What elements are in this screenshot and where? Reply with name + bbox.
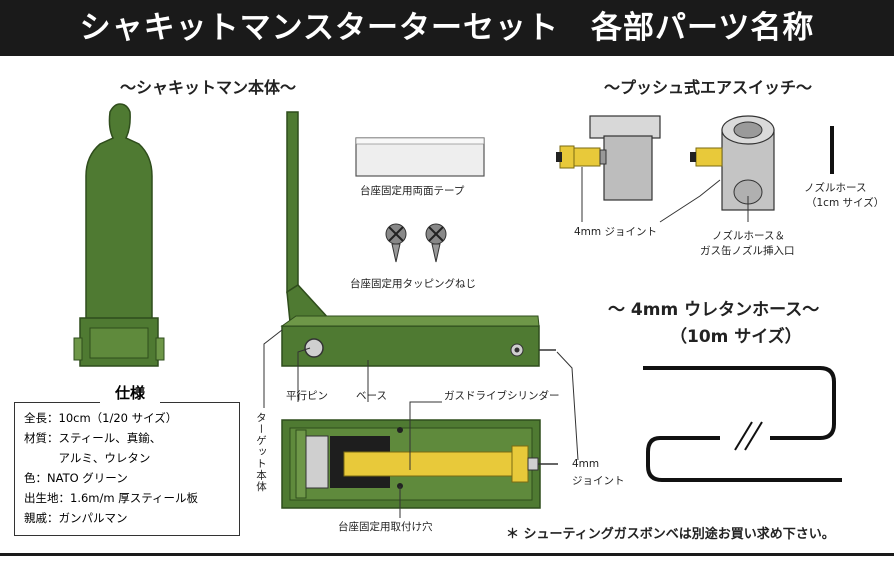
bottom-rule (0, 553, 894, 556)
spec-row: 親戚：ガンパルマン (24, 511, 128, 525)
screws-image (385, 223, 447, 263)
urethane-hose-image (643, 366, 842, 482)
label-nozzle-hose-switch-1: ノズルホース＆ (712, 230, 785, 242)
page-title: シャキットマンスターターセット 各部パーツ名称 (79, 10, 815, 46)
section-title-hose: 〜 4mm ウレタンホース〜 (608, 300, 820, 320)
spec-row: 材質：スティール、真鍮、 (24, 431, 162, 445)
title-bar (0, 0, 894, 56)
label-base: ベース (356, 390, 387, 402)
label-mount-holes: 台座固定用取付け穴 (338, 521, 433, 533)
spec-row: 全長：10cm（1/20 サイズ） (24, 411, 178, 425)
section-title-switch: 〜プッシュ式エアスイッチ〜 (604, 78, 813, 97)
base-top-view (281, 419, 558, 509)
label-tape: 台座固定用両面テープ (360, 185, 465, 197)
spec-row: アルミ、ウレタン (24, 451, 151, 465)
leader-lines (263, 167, 749, 518)
footnote: ＊ シューティングガスボンベは別途お買い求め下さい。 (506, 527, 835, 542)
specs-heading: 仕様 (100, 382, 160, 403)
spec-row: 色：NATO グリーン (24, 471, 128, 485)
section-title-body: 〜シャキットマン本体〜 (120, 78, 297, 97)
label-parallel-pin: 平行ピン (286, 390, 328, 402)
label-target-body: ターゲット本体 (255, 412, 267, 493)
spec-row: 出生地：1.6m/m 厚スティール板 (24, 491, 199, 505)
tape-image (355, 137, 485, 177)
air-switch-block (556, 115, 661, 201)
label-joint-body-1: 4mm (572, 458, 600, 470)
air-switch-cylinder (690, 115, 775, 211)
section-subtitle-hose: （10m サイズ） (670, 327, 802, 347)
label-gas-cylinder: ガスドライブシリンダー (444, 390, 560, 402)
target-side-view (280, 111, 556, 367)
label-nozzle-hose-1: ノズルホース (804, 182, 867, 194)
target-silhouette (73, 103, 165, 367)
label-nozzle-hose-2: （1cm サイズ） (806, 197, 885, 209)
label-nozzle-hose-switch-2: ガス缶ノズル挿入口 (700, 245, 795, 257)
label-screws: 台座固定用タッピングねじ (350, 278, 476, 290)
label-joint-switch: 4mm ジョイント (574, 226, 657, 238)
label-joint-body-2: ジョイント (572, 475, 625, 487)
